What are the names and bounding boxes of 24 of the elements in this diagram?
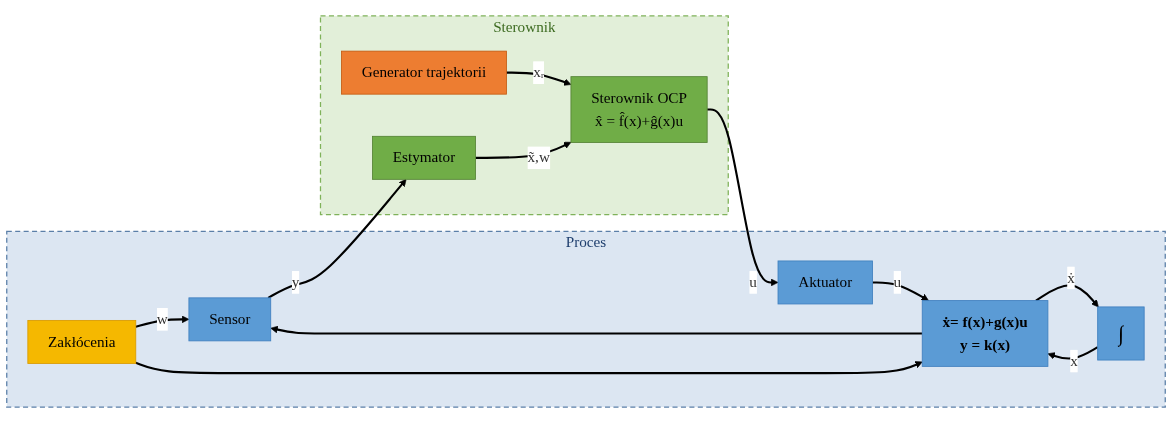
node-box: Zakłócenia (27, 320, 137, 364)
node-box: Sterownik OCP x̂ = f̂(x)+ĝ(x)u (570, 76, 708, 143)
edge-label: u (749, 273, 757, 291)
arrow (135, 361, 923, 375)
arrow (1035, 284, 1099, 308)
node-box: Generator trajektorii (341, 50, 507, 95)
node-box: ẋ= f(x)+g(x)u y = k(x) (921, 300, 1049, 367)
arrow (1047, 346, 1099, 360)
edge-label: w (156, 310, 168, 328)
edge-label: xᵣ (533, 63, 545, 81)
edge-label: y (291, 273, 300, 291)
node-box: Estymator (372, 135, 476, 180)
node-box: Sensor (188, 297, 272, 342)
node-box: Aktuator (777, 260, 873, 305)
edge-label: x (1070, 352, 1078, 370)
arrow (270, 325, 923, 335)
arrow (506, 71, 572, 86)
arrow (872, 281, 929, 301)
edge-label: x̃,w (527, 148, 550, 166)
arrow (707, 108, 779, 287)
edge-label: ẋ (1067, 269, 1075, 286)
arrow (267, 179, 407, 299)
arrow (475, 141, 572, 159)
edge-label: u (893, 273, 902, 291)
